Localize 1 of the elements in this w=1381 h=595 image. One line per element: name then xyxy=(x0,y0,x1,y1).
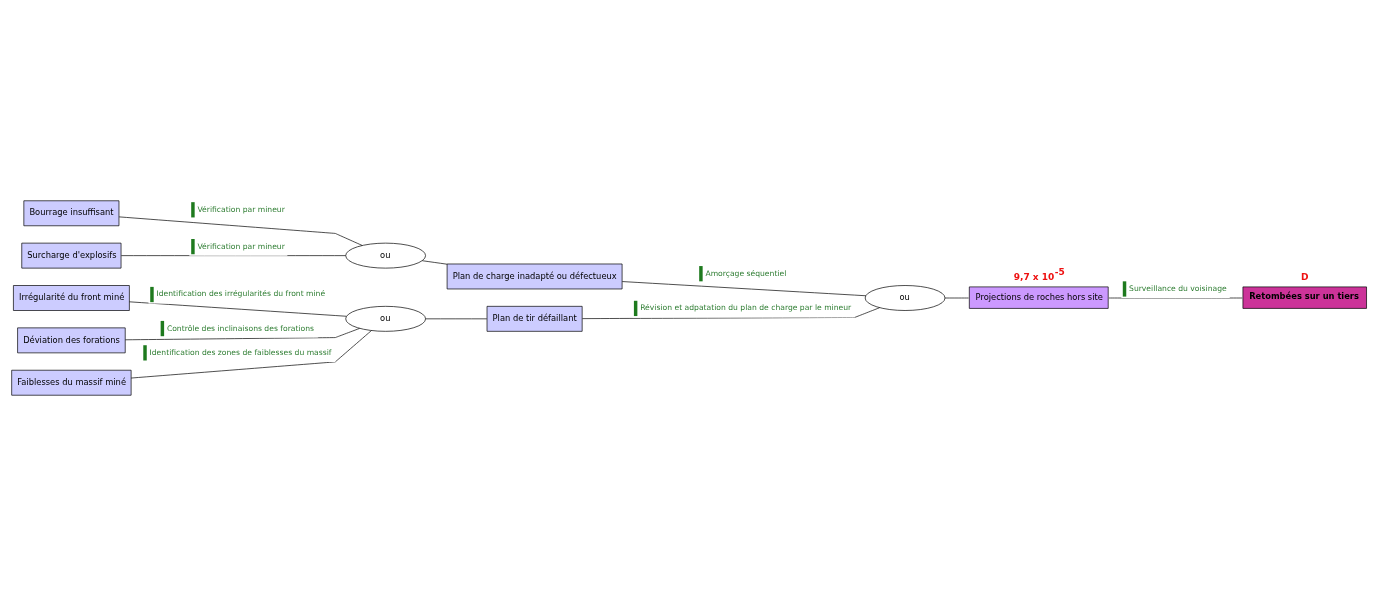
node-label: D xyxy=(1300,271,1309,282)
